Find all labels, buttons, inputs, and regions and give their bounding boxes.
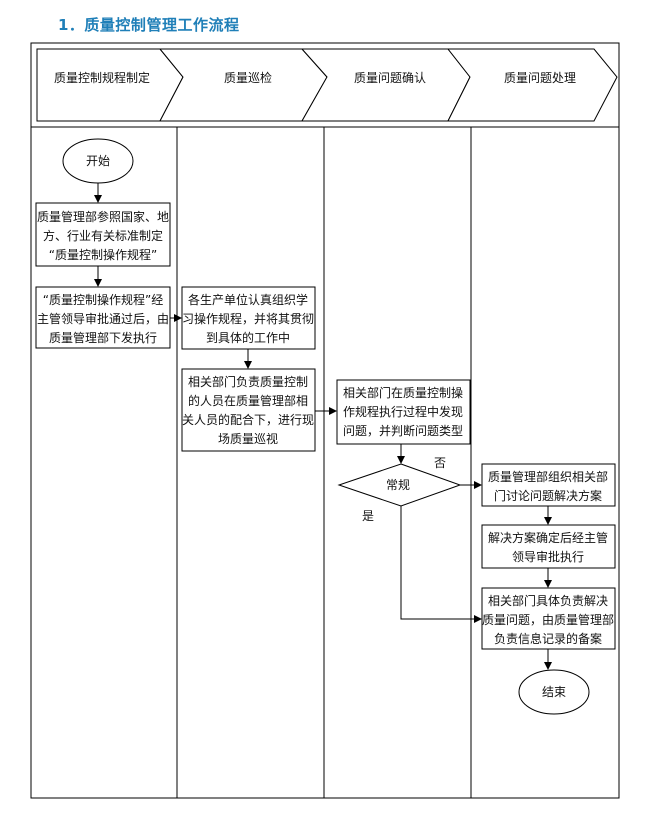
step4-line-3: 关人员的配合下，进行现	[182, 412, 314, 427]
step2-line-3: 质量管理部下发执行	[49, 330, 157, 345]
step8-line-1: 相关部门具体负责解决	[488, 593, 608, 608]
step8-line-2: 质量问题，由质量管理部	[482, 612, 614, 627]
lane-label-2: 质量巡检	[224, 70, 272, 85]
yes-label: 是	[362, 509, 374, 523]
step5-line-2: 作规程执行过程中发现	[343, 404, 463, 419]
lane-label-1: 质量控制规程制定	[54, 70, 150, 85]
step4-line-1: 相关部门负责质量控制	[188, 374, 308, 389]
step2-text: “质量控制操作规程”经主管领导审批通过后，由质量管理部下发执行	[37, 292, 169, 345]
process-box-step1	[35, 202, 171, 267]
process-box-step7	[481, 524, 616, 569]
step1-line-1: 质量管理部参照国家、地	[37, 209, 169, 224]
process-box-step8	[481, 587, 616, 650]
step4-line-4: 场质量巡视	[218, 431, 278, 446]
step8-line-3: 负责信息记录的备案	[494, 631, 602, 646]
process-box-step4	[181, 368, 316, 452]
step5-line-3: 问题，并判断问题类型	[343, 423, 463, 438]
process-box-step2	[35, 286, 171, 349]
step8-text: 相关部门具体负责解决质量问题，由质量管理部负责信息记录的备案	[482, 593, 614, 646]
decision-label: 常规	[386, 477, 410, 492]
step6-line-1: 质量管理部组织相关部	[488, 469, 608, 484]
step7-line-1: 解决方案确定后经主管	[488, 530, 608, 545]
step3-text: 各生产单位认真组织学习操作规程，并将其贯彻到具体的工作中	[182, 292, 314, 345]
lane-label-3: 质量问题确认	[354, 71, 426, 85]
lane-label-4: 质量问题处理	[504, 71, 576, 85]
step5-text: 相关部门在质量控制操作规程执行过程中发现问题，并判断问题类型	[343, 385, 463, 438]
arrow-decision-step8	[400, 506, 482, 623]
lane-header-1	[36, 48, 184, 122]
step1-line-3: “质量控制操作规程”	[49, 247, 157, 262]
no-label: 否	[434, 456, 446, 470]
step1-text: 质量管理部参照国家、地方、行业有关标准制定 “质量控制操作规程”	[37, 209, 169, 262]
step4-line-2: 的人员在质量管理部相	[188, 393, 308, 408]
step5-line-1: 相关部门在质量控制操	[343, 385, 463, 400]
step3-line-3: 到具体的工作中	[206, 330, 290, 345]
lane-header-2	[158, 48, 328, 122]
lane-header-4	[446, 48, 618, 122]
end-label: 结束	[542, 685, 566, 699]
process-box-step6	[481, 463, 616, 507]
step7-text: 解决方案确定后经主管领导审批执行	[488, 530, 608, 564]
step3-line-1: 各生产单位认真组织学	[188, 292, 308, 307]
lane-header-3	[300, 48, 471, 122]
step1-line-2: 方、行业有关标准制定	[43, 228, 163, 243]
step2-line-2: 主管领导审批通过后，由	[37, 311, 169, 326]
end-node	[518, 669, 590, 715]
step7-line-2: 领导审批执行	[512, 549, 584, 564]
step2-line-1: “质量控制操作规程”经	[43, 292, 163, 307]
step4-text: 相关部门负责质量控制的人员在质量管理部相关人员的配合下，进行现场质量巡视	[182, 374, 314, 446]
process-box-step5	[336, 379, 471, 445]
step3-line-2: 习操作规程，并将其贯彻	[182, 311, 314, 326]
diagram-frame	[30, 42, 620, 799]
start-label: 开始	[86, 154, 110, 168]
page-title: 1．质量控制管理工作流程	[58, 16, 240, 34]
step6-line-2: 门讨论问题解决方案	[494, 488, 602, 503]
step6-text: 质量管理部组织相关部门讨论问题解决方案	[488, 469, 608, 503]
